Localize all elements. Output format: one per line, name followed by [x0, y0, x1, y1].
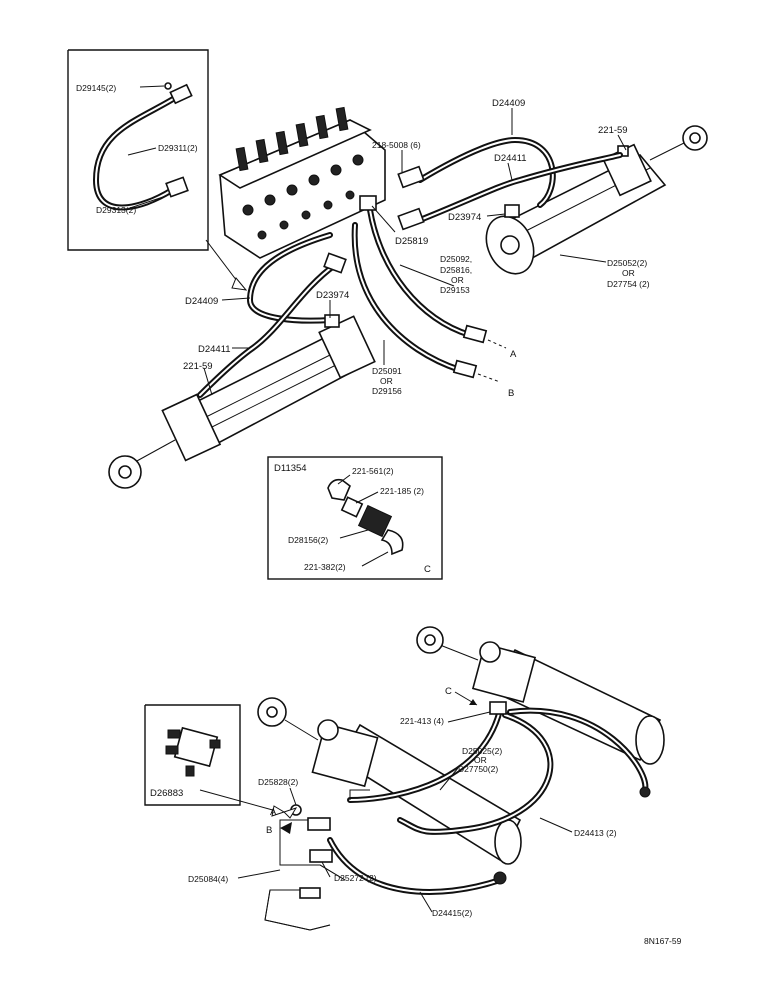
bottom-arrow-b: [280, 822, 292, 834]
elbow-fitting-2: [397, 207, 425, 231]
label-d23974-mid: D23974: [316, 290, 349, 301]
top-right-cylinder: [485, 125, 708, 275]
inset-pointer-arrowhead: [231, 277, 248, 291]
cylinder-port-fitting-2: [617, 145, 629, 157]
label-d29145: D29145(2): [76, 83, 116, 93]
label-d25025-line1: D25025(2): [462, 746, 502, 756]
label-arrow-a: A: [510, 349, 517, 360]
label-d25052-line2: OR: [622, 268, 635, 278]
top-hoses: [197, 136, 623, 398]
elbow-fitting-1: [397, 165, 425, 189]
inset-c-elbow: [327, 478, 351, 501]
label-d25091-line3: D29156: [372, 386, 402, 396]
label-d25092-line4: D29153: [440, 285, 470, 295]
bottom-arrow-a: [283, 807, 298, 819]
inset-pointer: [205, 239, 241, 286]
valve-spools: [235, 106, 349, 172]
label-d26883: D26883: [150, 788, 183, 799]
hose-inset: D29145(2) D29311(2) D29313(2): [67, 49, 248, 291]
top-leader-lines: [203, 108, 627, 396]
label-d25091-line2: OR: [380, 376, 393, 386]
inset-c-frame: [267, 456, 443, 580]
valve-ports: [242, 154, 364, 240]
label-d25828: D25828(2): [258, 777, 298, 787]
bottom-leader-lines: [237, 711, 573, 913]
figure-code: 8N167-59: [644, 936, 682, 946]
label-221-185: 221-185 (2): [380, 486, 424, 496]
label-arrow-b: B: [508, 388, 514, 399]
bottom-right-cylinder-cap: [635, 715, 665, 765]
bottom-assembly: [257, 626, 665, 931]
label-d24413: D24413 (2): [574, 828, 617, 838]
label-d24409-top: D24409: [492, 98, 525, 109]
inset-c-elbow-2: [380, 529, 404, 556]
label-218-5008: 218-5008 (6): [372, 140, 421, 150]
label-inset-c: C: [424, 564, 431, 575]
label-d25272: D25272 (2): [334, 873, 377, 883]
inset-c: D11354 221-561(2) 221-185 (2) D28156(2) …: [267, 456, 443, 580]
label-d25092-line1: D25092,: [440, 254, 472, 264]
label-d25025-line2: OR: [474, 755, 487, 765]
bottom-inset-frame: [144, 704, 241, 806]
label-221-382: 221-382(2): [304, 562, 346, 572]
fitting-221-413: [489, 701, 507, 715]
tee-fitting-2: [299, 887, 321, 899]
label-d25091-line1: D25091: [372, 366, 402, 376]
elbow-fitting-3: [323, 252, 347, 274]
inset-oring: [164, 82, 172, 90]
label-221-59-top: 221-59: [598, 125, 628, 136]
label-bottom-b: B: [266, 825, 272, 836]
label-c: C: [445, 686, 452, 697]
c-arrowhead: [469, 699, 477, 705]
label-d24411-top: D24411: [494, 153, 527, 164]
left-cylinder: [108, 314, 376, 489]
label-d23974-top: D23974: [448, 212, 481, 223]
label-d25052-line3: D27754 (2): [607, 279, 650, 289]
inset-hose-fitting-bottom: [165, 176, 189, 198]
bottom-inset-pointer: [199, 789, 281, 813]
hose-end-b: [452, 359, 478, 379]
tee-fitting-d25272: [309, 849, 333, 863]
label-d25084: D25084(4): [188, 874, 228, 884]
label-d24415: D24415(2): [432, 908, 472, 918]
left-cylinder-cap: [161, 393, 222, 462]
label-221-59-left: 221-59: [183, 361, 213, 372]
hose-inset-frame: [67, 49, 209, 251]
cylinder-port-fitting: [504, 204, 520, 218]
label-d24409-left: D24409: [185, 296, 218, 307]
bottom-inset: D26883: [144, 704, 286, 817]
label-bottom-a: A: [270, 807, 277, 818]
inset-valve-block: [173, 726, 219, 768]
label-d11354: D11354: [274, 463, 307, 474]
label-d25092-line3: OR: [451, 275, 464, 285]
label-d24411-left: D24411: [198, 344, 231, 355]
label-d25092-line2: D25816,: [440, 265, 472, 275]
label-221-561: 221-561(2): [352, 466, 394, 476]
label-d25052-line1: D25052(2): [607, 258, 647, 268]
label-d29311: D29311(2): [158, 143, 198, 153]
label-221-413: 221-413 (4): [400, 716, 444, 726]
inset-c-valve: [357, 504, 393, 538]
label-d28156: D28156(2): [288, 535, 328, 545]
label-d29313: D29313(2): [96, 205, 136, 215]
bottom-left-cylinder-cap: [494, 819, 522, 865]
hose-d24415: [327, 837, 503, 895]
label-d25025-line3: D27750(2): [458, 764, 498, 774]
control-valve-bank: [218, 106, 386, 259]
inset-hose-fitting-top: [169, 83, 193, 105]
tee-fitting-1: [307, 817, 331, 831]
left-cylinder-port: [324, 314, 340, 328]
label-d25819: D25819: [395, 236, 428, 247]
hose-end-a: [462, 324, 488, 344]
inset-c-adapter: [340, 496, 364, 518]
